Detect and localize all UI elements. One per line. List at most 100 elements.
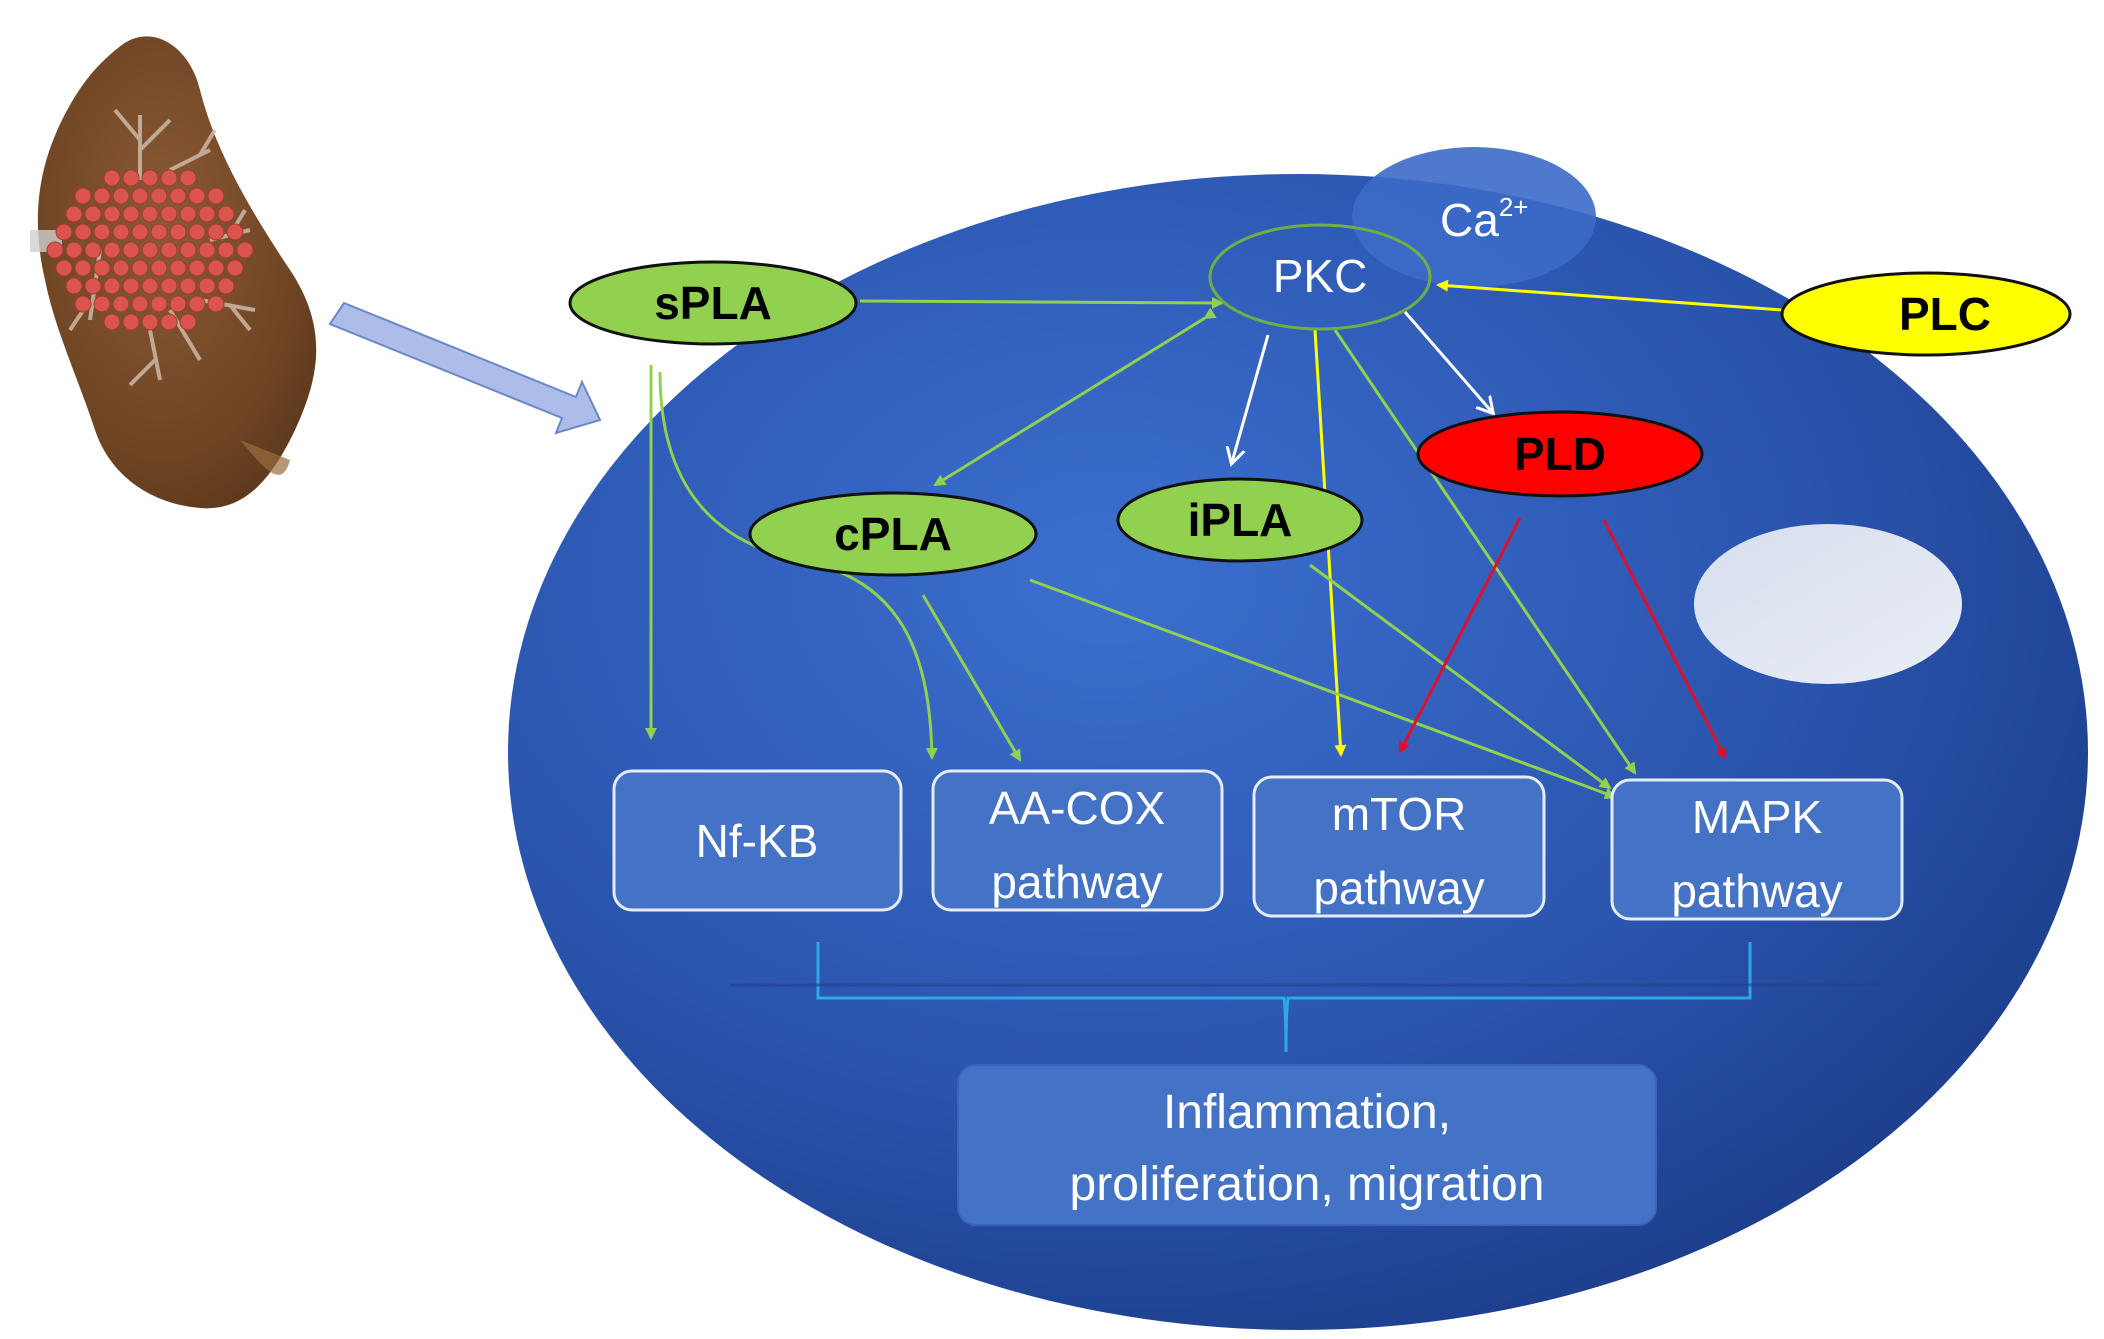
tumor-cell-dot <box>207 259 225 277</box>
tumor-cell-dot <box>103 169 121 187</box>
tumor-cluster <box>46 169 254 331</box>
arrow-ipla-mapk <box>1309 563 1612 790</box>
tumor-cell-dot <box>226 259 244 277</box>
aacox-line1: AA-COX <box>989 782 1165 834</box>
mtor-line2: pathway <box>1313 862 1484 914</box>
cpla-node: cPLA <box>748 491 1038 577</box>
outcome-line1: Inflammation, <box>1163 1086 1451 1139</box>
tumor-cell-dot <box>65 241 83 259</box>
tumor-cell-dot <box>141 241 159 259</box>
mapk-line1: MAPK <box>1692 791 1823 843</box>
tumor-cell-dot <box>207 187 225 205</box>
tumor-cell-dot <box>122 205 140 223</box>
tumor-cell-dot <box>198 277 216 295</box>
tumor-cell-dot <box>188 295 206 313</box>
tumor-cell-dot <box>188 187 206 205</box>
tumor-cell-dot <box>226 223 244 241</box>
nfkb-label: Nf-KB <box>696 815 819 867</box>
arrow-pkc-mapk <box>1333 329 1637 775</box>
tumor-cell-dot <box>160 205 178 223</box>
calcium-charge: 2+ <box>1499 192 1529 222</box>
tumor-cell-dot <box>150 187 168 205</box>
tumor-cell-dot <box>55 223 73 241</box>
arrow-pld-mapk <box>1602 519 1727 760</box>
arrow-cpla-aacox <box>921 594 1022 762</box>
tumor-cell-dot <box>112 259 130 277</box>
tumor-cell-dot <box>179 169 197 187</box>
pkc-node: PKC <box>1208 223 1432 331</box>
tumor-cell-dot <box>141 277 159 295</box>
aacox-line2: pathway <box>991 856 1162 908</box>
tumor-cell-dot <box>74 295 92 313</box>
tumor-cell-dot <box>169 187 187 205</box>
tumor-cell-dot <box>198 205 216 223</box>
lung-icon <box>30 36 317 509</box>
mtor-line1: mTOR <box>1332 788 1467 840</box>
svg-text:Ca2+: Ca2+ <box>1440 192 1528 246</box>
ipla-node: iPLA <box>1116 477 1364 563</box>
tumor-cell-dot <box>84 205 102 223</box>
plc-node: PLC <box>1780 271 2072 357</box>
tumor-cell-dot <box>150 259 168 277</box>
tumor-cell-dot <box>84 241 102 259</box>
organelle-blob <box>1694 524 1962 684</box>
arrow-pkc-cpla <box>933 307 1217 487</box>
pathway-box-mtor: mTOR pathway <box>1252 775 1546 918</box>
outcome-line2: proliferation, migration <box>1070 1158 1545 1211</box>
tumor-cell-dot <box>84 277 102 295</box>
tumor-cell-dot <box>150 223 168 241</box>
tumor-cell-dot <box>160 313 178 331</box>
spla-label: sPLA <box>654 277 772 329</box>
pld-node: PLD <box>1416 410 1704 498</box>
mapk-line2: pathway <box>1671 865 1842 917</box>
tumor-cell-dot <box>141 169 159 187</box>
tumor-cell-dot <box>150 295 168 313</box>
tumor-cell-dot <box>236 241 254 259</box>
tumor-cell-dot <box>131 223 149 241</box>
tumor-cell-dot <box>160 277 178 295</box>
pld-label: PLD <box>1514 428 1606 480</box>
arrow-pkc-ipla <box>1232 334 1270 462</box>
tumor-cell-dot <box>93 259 111 277</box>
tumor-cell-dot <box>179 205 197 223</box>
tumor-cell-dot <box>131 187 149 205</box>
pathway-box-mapk: MAPK pathway <box>1610 778 1904 921</box>
tumor-cell-dot <box>217 205 235 223</box>
tumor-cell-dot <box>179 313 197 331</box>
tumor-cell-dot <box>65 277 83 295</box>
tumor-cell-dot <box>160 241 178 259</box>
arrow-spla-pkc <box>859 296 1224 309</box>
arrow-pkc-pld <box>1403 311 1492 412</box>
tumor-cell-dot <box>103 241 121 259</box>
tumor-cell-dot <box>188 223 206 241</box>
tumor-cell-dot <box>65 205 83 223</box>
tumor-cell-dot <box>93 295 111 313</box>
ipla-label: iPLA <box>1188 494 1293 546</box>
tumor-cell-dot <box>46 241 64 259</box>
calcium-node: Ca2+ <box>1352 147 1596 287</box>
tumor-cell-dot <box>103 277 121 295</box>
plc-label: PLC <box>1899 288 1991 340</box>
grouping-brace <box>816 942 1752 1053</box>
tumor-cell-dot <box>122 241 140 259</box>
tumor-cell-dot <box>131 295 149 313</box>
tumor-cell-dot <box>141 313 159 331</box>
arrow-cpla-mapk <box>1029 578 1617 800</box>
calcium-label: Ca <box>1440 194 1499 246</box>
tumor-cell-dot <box>207 295 225 313</box>
entry-arrow <box>328 301 602 435</box>
tumor-cell-dot <box>93 187 111 205</box>
tumor-cell-dot <box>207 223 225 241</box>
tumor-cell-dot <box>112 187 130 205</box>
tumor-cell-dot <box>217 241 235 259</box>
tumor-cell-dot <box>179 241 197 259</box>
tumor-cell-dot <box>93 223 111 241</box>
tumor-cell-dot <box>179 277 197 295</box>
arrow-plc-pkc <box>1436 279 1783 312</box>
tumor-cell-dot <box>217 277 235 295</box>
tumor-cell-dot <box>55 259 73 277</box>
spla-node: sPLA <box>568 260 858 346</box>
tumor-cell-dot <box>169 223 187 241</box>
tumor-cell-dot <box>112 223 130 241</box>
